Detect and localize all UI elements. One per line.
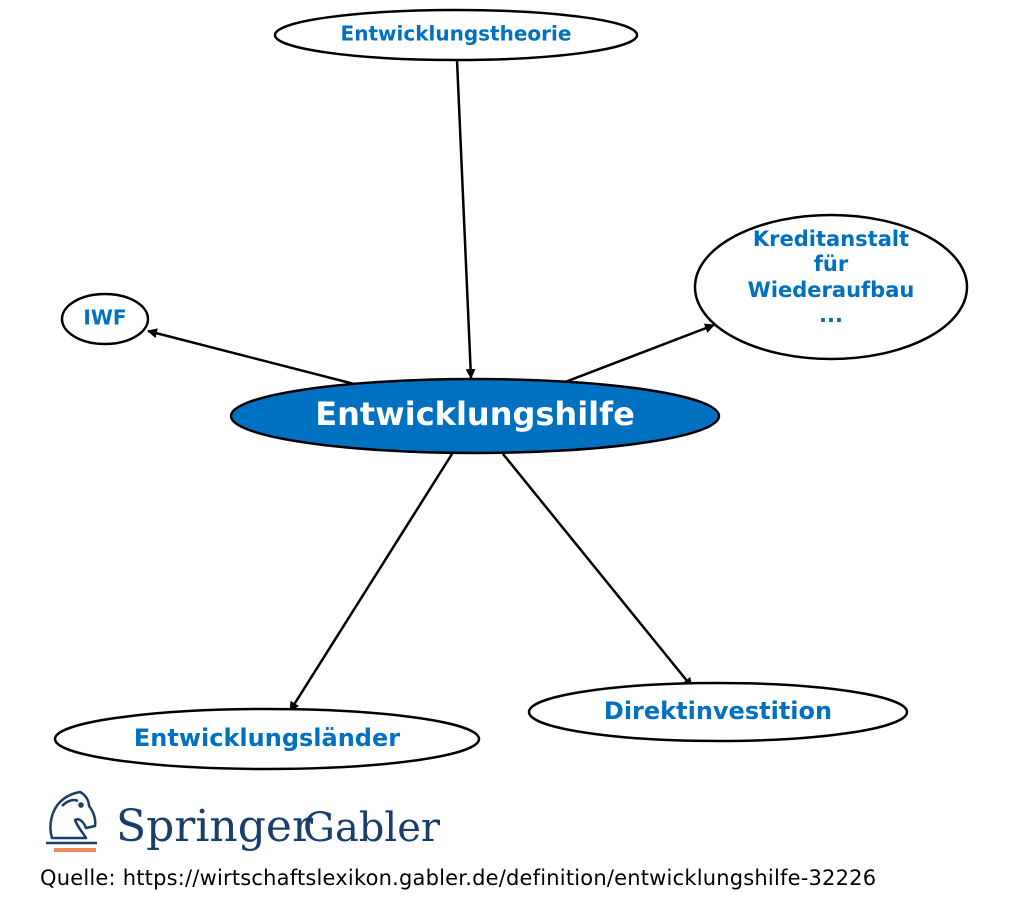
node-label: Entwicklungsländer — [134, 724, 400, 752]
node-label-line-1: Kreditanstalt — [753, 227, 909, 251]
chess-knight-icon — [46, 790, 97, 845]
logo-underline — [54, 848, 96, 852]
edge-center-to-kfw — [559, 323, 715, 386]
logo-sub: Gabler — [303, 805, 441, 851]
springer-gabler-logo: Springer Gabler — [46, 790, 441, 852]
node-label: Entwicklungstheorie — [341, 22, 572, 46]
node-entwicklungshilfe[interactable]: Entwicklungshilfe — [229, 377, 721, 455]
node-label: Direktinvestition — [604, 697, 832, 725]
node-iwf[interactable]: IWF — [60, 292, 150, 346]
edge-center-to-iwf — [147, 328, 363, 388]
node-label-line-4: ... — [819, 303, 843, 327]
node-label: IWF — [83, 306, 126, 330]
node-entwicklungstheorie[interactable]: Entwicklungstheorie — [273, 8, 639, 62]
node-kreditanstalt[interactable]: Kreditanstalt für Wiederaufbau ... — [693, 213, 969, 361]
node-label-line-2: für — [814, 252, 849, 276]
center-node-label: Entwicklungshilfe — [315, 395, 635, 433]
source-caption: Quelle: https://wirtschaftslexikon.gable… — [40, 866, 877, 890]
node-label-line-3: Wiederaufbau — [748, 278, 915, 302]
edge-center-to-fdi — [502, 453, 693, 688]
logo-brand: Springer — [116, 801, 314, 852]
edge-theory-to-center — [455, 59, 476, 379]
edge-center-to-countries — [288, 453, 454, 712]
node-entwicklungslaender[interactable]: Entwicklungsländer — [53, 707, 481, 771]
node-direktinvestition[interactable]: Direktinvestition — [527, 681, 909, 743]
